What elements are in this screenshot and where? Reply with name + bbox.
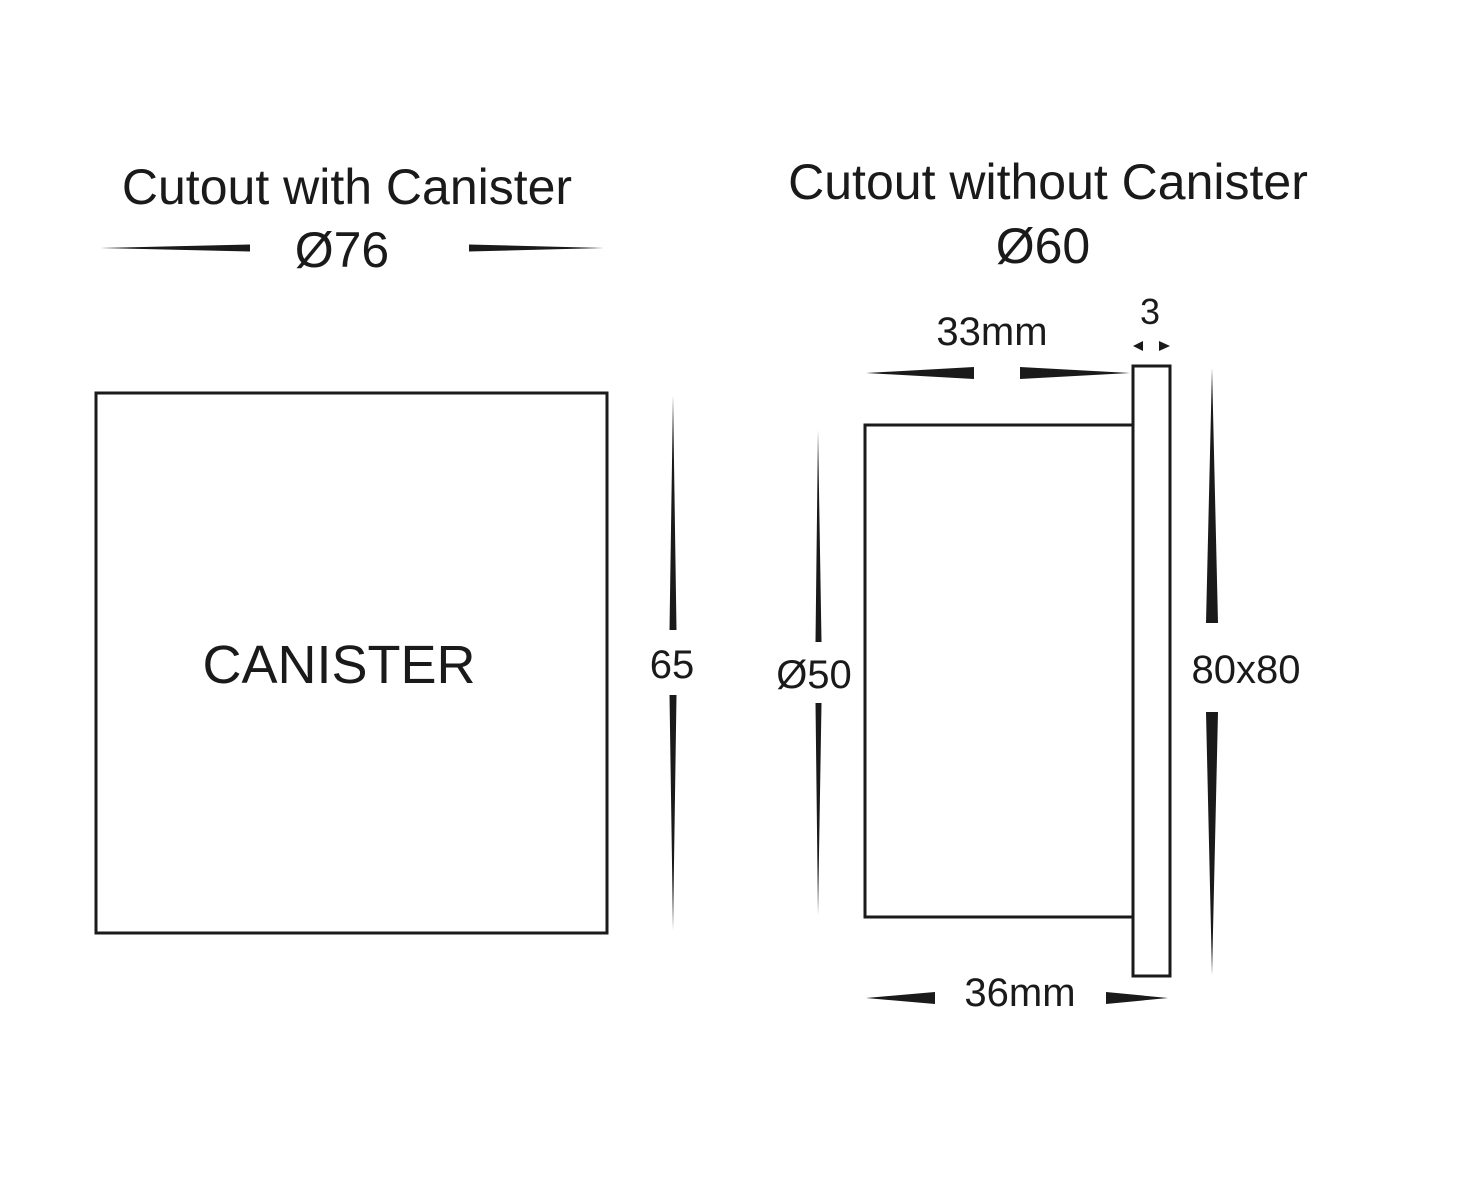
body-depth-label: 33mm bbox=[936, 310, 1047, 354]
canister-label: CANISTER bbox=[202, 635, 475, 695]
height-dim-line-top bbox=[669, 395, 677, 630]
flange-thickness-arrow-right bbox=[1159, 341, 1170, 351]
left-diameter-dim-line-right bbox=[469, 244, 604, 252]
flange-thickness-label: 3 bbox=[1140, 291, 1160, 332]
right-view-title: Cutout without Canister bbox=[788, 154, 1308, 210]
fitting-body-outline bbox=[863, 423, 1133, 919]
total-depth-dim-line-left bbox=[866, 992, 935, 1004]
body-diameter-dim-line-bottom bbox=[815, 703, 822, 915]
left-view: Cutout with Canister Ø76 CANISTER 65 bbox=[94, 159, 695, 935]
body-diameter-label: Ø50 bbox=[776, 653, 852, 697]
height-dim-line-bottom bbox=[669, 695, 677, 930]
total-depth-dim-line-right bbox=[1106, 992, 1168, 1004]
body-diameter-dim-line-top bbox=[815, 430, 822, 642]
left-view-title: Cutout with Canister bbox=[122, 159, 572, 215]
faceplate-dim-line-bottom bbox=[1206, 712, 1218, 975]
faceplate-outline bbox=[1131, 364, 1172, 978]
flange-thickness-arrow-left bbox=[1133, 341, 1143, 351]
right-cutout-diameter-label: Ø60 bbox=[996, 218, 1091, 274]
left-cutout-diameter-label: Ø76 bbox=[295, 222, 390, 278]
body-depth-dim-line-left bbox=[866, 367, 974, 379]
faceplate-size-label: 80x80 bbox=[1192, 648, 1301, 692]
left-diameter-dim-line-left bbox=[100, 244, 250, 252]
body-depth-dim-line-right bbox=[1020, 367, 1130, 379]
right-view: Cutout without Canister Ø60 33mm 3 Ø50 8… bbox=[776, 154, 1308, 1015]
canister-outline bbox=[94, 391, 609, 935]
faceplate-dim-line-top bbox=[1206, 368, 1218, 623]
canister-height-label: 65 bbox=[650, 643, 695, 687]
total-depth-label: 36mm bbox=[964, 971, 1075, 1015]
